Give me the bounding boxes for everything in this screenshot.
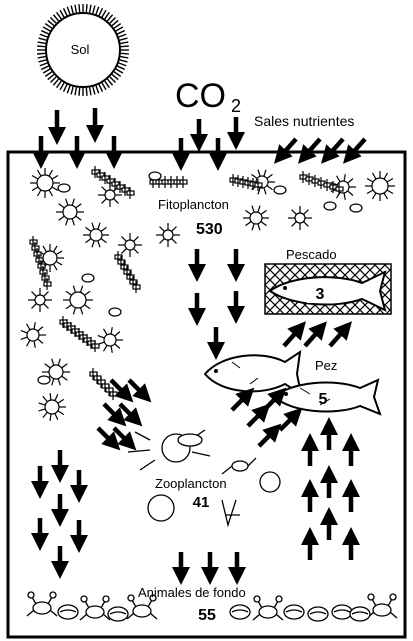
phytoplankton-icon (20, 166, 395, 421)
fish-label: Pez (315, 358, 337, 373)
fishing-net-icon (264, 263, 392, 315)
fish-value: 5 (319, 391, 328, 408)
sun-label: Sol (71, 42, 90, 57)
water-body (6, 150, 407, 639)
zooplankton-label: Zooplancton (155, 476, 227, 491)
fish-icon (203, 349, 382, 416)
svg-text:CO: CO (175, 77, 226, 115)
fishing-value: 3 (316, 286, 325, 303)
bottom-animals-icon (26, 591, 398, 622)
phytoplankton-label: Fitoplancton (158, 197, 229, 212)
zooplankton-value: 41 (193, 494, 210, 511)
energy-flow-arrows (31, 108, 367, 585)
bottom-animals-value: 55 (198, 607, 216, 624)
co2-label: CO 2 (175, 77, 241, 116)
phytoplankton-value: 530 (196, 221, 223, 238)
fishing-label: Pescado (286, 247, 337, 262)
nutrients-label: Sales nutrientes (254, 113, 354, 129)
sun-icon (37, 4, 129, 96)
zooplankton-icon (127, 429, 281, 528)
svg-text:2: 2 (231, 96, 241, 116)
bottom-animals-label: Animales de fondo (138, 585, 246, 600)
